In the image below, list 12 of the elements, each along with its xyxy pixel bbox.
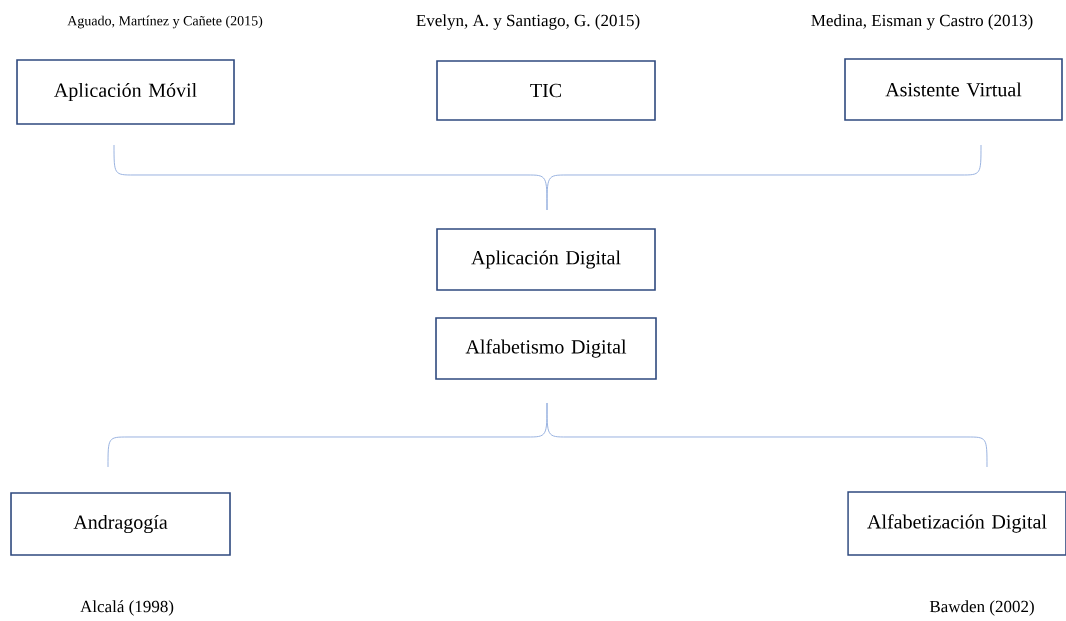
citation: Bawden (2002) <box>929 600 1034 616</box>
citation: Aguado, Martínez y Cañete (2015) <box>67 15 263 29</box>
concept-box: TIC <box>436 60 656 121</box>
citation: Medina, Eisman y Castro (2013) <box>811 14 1033 30</box>
concept-box: Alfabetismo Digital <box>435 317 657 380</box>
citation: Evelyn, A. y Santiago, G. (2015) <box>416 14 640 30</box>
concept-box: Aplicación Móvil <box>16 59 235 125</box>
concept-box: Alfabetización Digital <box>847 491 1066 556</box>
concept-box: Asistente Virtual <box>844 58 1063 121</box>
concept-box: Andragogía <box>10 492 231 556</box>
concept-box: Aplicación Digital <box>436 228 656 291</box>
citation: Alcalá (1998) <box>80 600 174 616</box>
